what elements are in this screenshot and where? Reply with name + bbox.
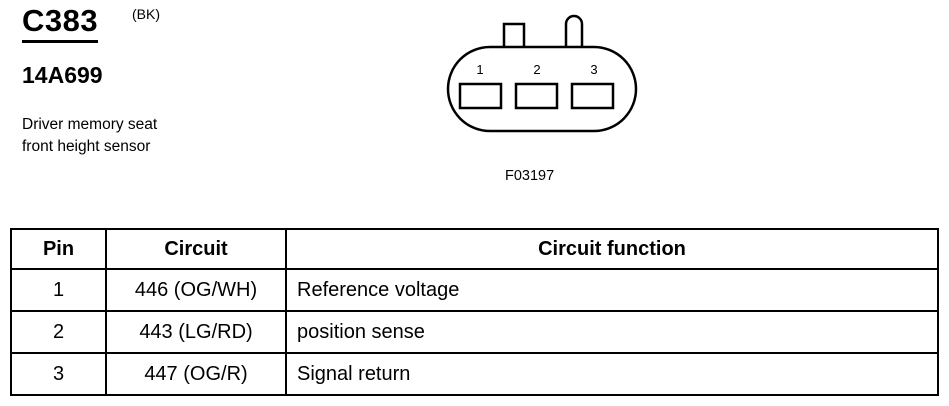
connector-id: C383 bbox=[22, 4, 99, 43]
table-row: 3 447 (OG/R) Signal return bbox=[10, 352, 939, 396]
header-circuit-function: Circuit function bbox=[285, 228, 939, 270]
description-line-1: Driver memory seat bbox=[22, 116, 158, 133]
connector-color-code: (BK) bbox=[132, 6, 160, 22]
cell-circuit: 446 (OG/WH) bbox=[105, 268, 287, 312]
pin-cavity-1 bbox=[458, 82, 503, 110]
part-number: 14A699 bbox=[22, 62, 103, 88]
table-row: 2 443 (LG/RD) position sense bbox=[10, 310, 939, 354]
pin-cavity-2 bbox=[514, 82, 559, 110]
pin-number-1: 1 bbox=[476, 62, 483, 77]
cell-pin: 3 bbox=[10, 352, 107, 396]
cell-function: position sense bbox=[285, 310, 939, 354]
cell-pin: 2 bbox=[10, 310, 107, 354]
connector-face-diagram: 1 2 3 bbox=[446, 14, 638, 133]
cell-circuit: 443 (LG/RD) bbox=[105, 310, 287, 354]
header-circuit: Circuit bbox=[105, 228, 287, 270]
header-pin: Pin bbox=[10, 228, 107, 270]
description-line-2: front height sensor bbox=[22, 138, 151, 155]
pinout-table: Pin Circuit Circuit function 1 446 (OG/W… bbox=[10, 228, 939, 396]
cell-function: Reference voltage bbox=[285, 268, 939, 312]
cell-function: Signal return bbox=[285, 352, 939, 396]
connector-header: C383 bbox=[22, 4, 99, 43]
table-header-row: Pin Circuit Circuit function bbox=[10, 228, 939, 270]
pin-cavity-3 bbox=[570, 82, 615, 110]
figure-code: F03197 bbox=[505, 168, 555, 184]
connector-tab-rounded bbox=[564, 14, 584, 49]
pin-number-3: 3 bbox=[590, 62, 597, 77]
connector-description: Driver memory seat front height sensor bbox=[22, 114, 157, 158]
cell-pin: 1 bbox=[10, 268, 107, 312]
pin-number-2: 2 bbox=[533, 62, 540, 77]
connector-tab-square bbox=[502, 22, 526, 51]
cell-circuit: 447 (OG/R) bbox=[105, 352, 287, 396]
table-row: 1 446 (OG/WH) Reference voltage bbox=[10, 268, 939, 312]
